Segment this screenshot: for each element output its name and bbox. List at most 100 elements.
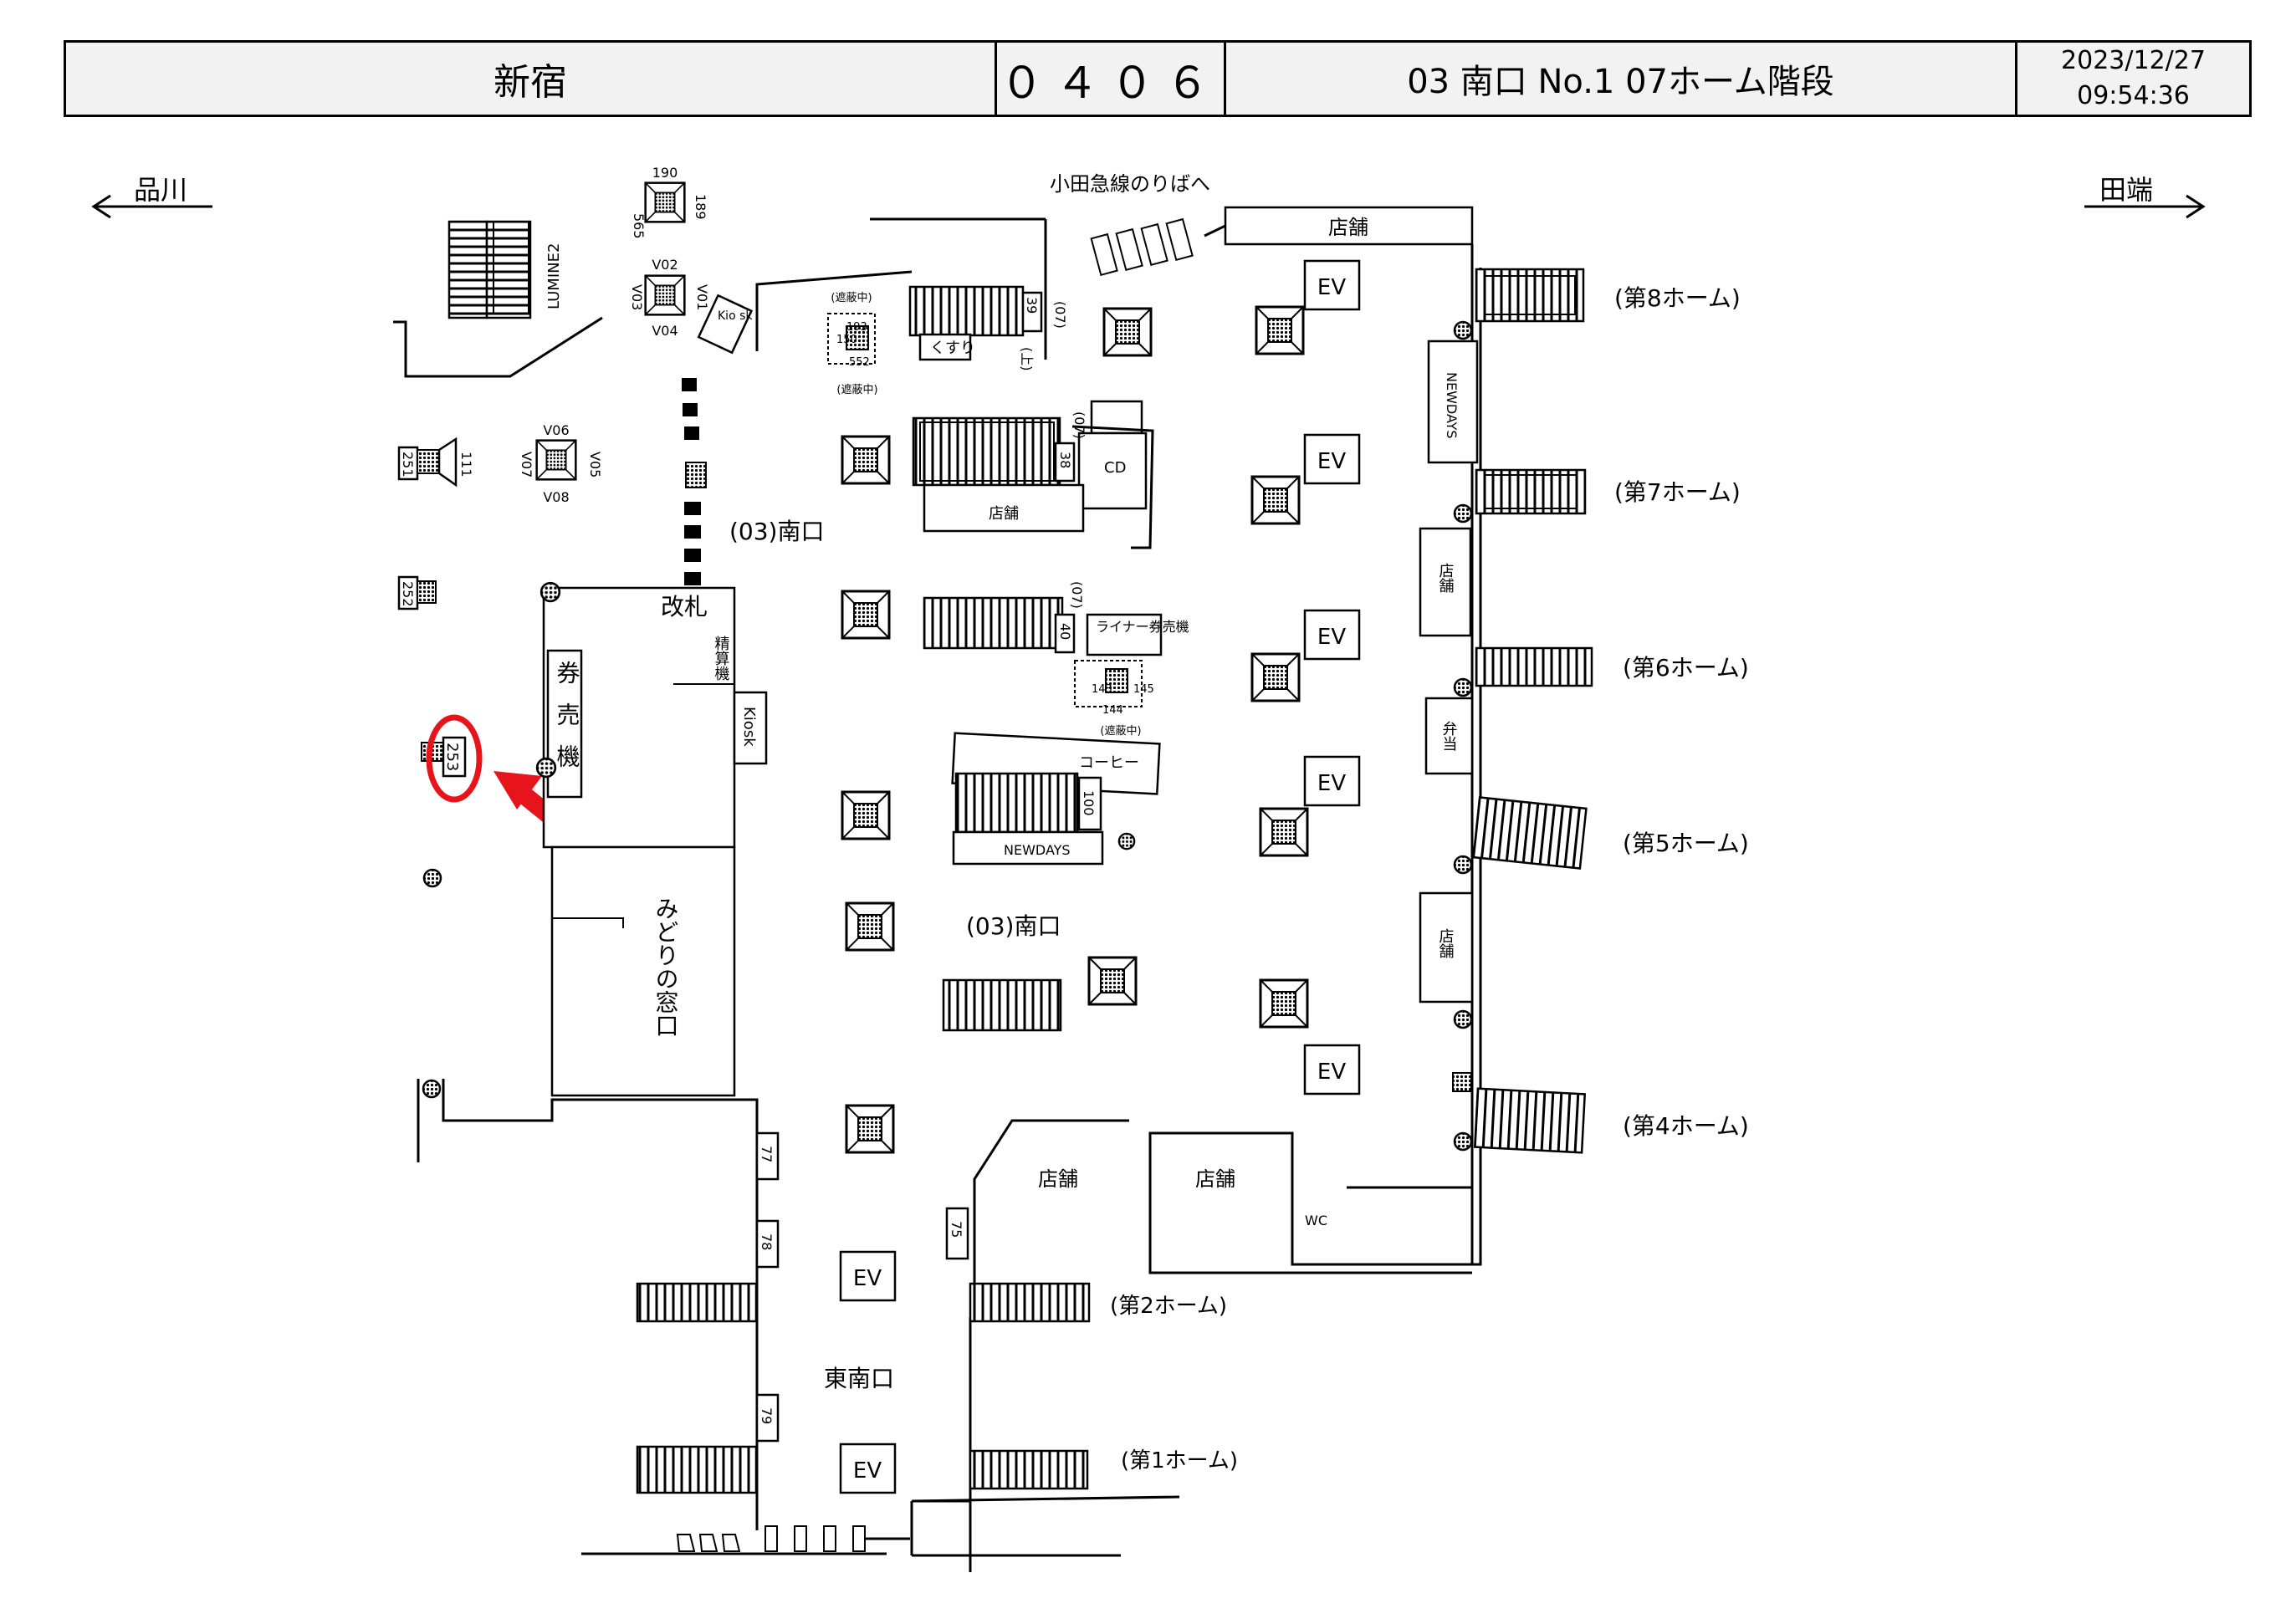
fare-adjust-label: 精算機 [713, 636, 730, 682]
newdays-center-label: NEWDAYS [1004, 842, 1071, 858]
pole [1453, 1009, 1473, 1029]
station-name: 新宿 [66, 43, 997, 115]
sign-v07: V07 [519, 452, 534, 477]
stair-07-label-2: (07) [1071, 411, 1087, 439]
pole [1453, 1131, 1473, 1152]
sign-193: 193 [846, 321, 867, 334]
sign-box-253 [442, 736, 467, 778]
stair-07-label-1: (07) [1052, 301, 1068, 329]
pole [1453, 320, 1473, 340]
ev-1-box [1303, 259, 1361, 311]
ev-4: EV [1317, 771, 1346, 796]
sign-150: 150 [836, 334, 857, 346]
sign-190: 190 [652, 165, 678, 181]
liner-label: ライナー券売機 [1096, 619, 1189, 635]
direction-left-label: 品川 [134, 174, 187, 206]
pillar [1255, 305, 1305, 355]
sign-38: 38 [1057, 452, 1073, 468]
pillar [845, 901, 895, 952]
ev-6: EV [853, 1266, 882, 1291]
pole [422, 1079, 442, 1099]
stair-39 [908, 285, 1043, 361]
kiosk-top [697, 294, 754, 355]
direction-left: 品川 [91, 174, 212, 219]
kiosk-label: Kiosk [740, 707, 758, 747]
ev-7-box [839, 1443, 897, 1494]
ticket-area [542, 586, 768, 1097]
sign-box-75 [945, 1207, 969, 1260]
sign-39: 39 [1024, 297, 1040, 314]
sign-77: 77 [759, 1146, 775, 1162]
platform-7-stair [1475, 468, 1587, 515]
timestamp: 2023/12/27 09:54:36 [2017, 43, 2249, 115]
shop-right-2-box [1419, 891, 1474, 1004]
ev-1: EV [1317, 275, 1346, 300]
shop-right-1: 店舗 [1437, 563, 1455, 593]
sign-75: 75 [949, 1221, 964, 1238]
location-title: 03 南口 No.1 07ホーム階段 [1226, 43, 2017, 115]
sign-40: 40 [1057, 623, 1073, 640]
sign-box-78 [755, 1219, 780, 1269]
stair-40 [923, 596, 1163, 656]
pillar [1102, 307, 1153, 357]
pillar-v2 [535, 439, 577, 481]
ev-4-box [1303, 755, 1361, 807]
pole [1453, 677, 1473, 697]
date-text: 2023/12/27 [2061, 46, 2206, 75]
sign-box-79 [755, 1393, 780, 1443]
sign-189: 189 [693, 194, 708, 220]
odakyu-passage [870, 217, 1226, 360]
sign-v04: V04 [652, 323, 678, 339]
direction-right: 田端 [2084, 174, 2206, 219]
covered-sign-2 [1074, 660, 1143, 707]
sign-145: 145 [1133, 683, 1154, 696]
pole [1453, 855, 1473, 875]
pillar [841, 790, 891, 840]
ev-3-box [1303, 609, 1361, 661]
shop-bottom-2: 店舗 [1195, 1167, 1235, 1191]
pillar [845, 1104, 895, 1154]
bento-label: 弁当 [1440, 721, 1458, 751]
shop-under-stair: 店舗 [989, 505, 1019, 523]
shop-bottom-1: 店舗 [1038, 1167, 1078, 1191]
shop-right-2: 店舗 [1437, 928, 1455, 958]
covered-label-2: (遮蔽中) [836, 383, 877, 396]
pillar-190 [644, 181, 686, 223]
sign-right [1452, 1072, 1472, 1092]
pillar [841, 590, 891, 640]
shop-top: 店舗 [1328, 216, 1368, 239]
sign-dots-252 [417, 580, 437, 604]
sign-78: 78 [759, 1233, 775, 1250]
covered-label-3: (遮蔽中) [1100, 724, 1141, 738]
east-south-exit-label: 東南口 [824, 1365, 894, 1392]
kusuri-label: くすり [930, 340, 975, 357]
platform-6-label: (第6ホーム) [1623, 654, 1749, 682]
sign-v06: V06 [543, 422, 569, 438]
sign-552: 552 [849, 356, 870, 369]
platform-5-stair [1472, 796, 1588, 870]
ev-5: EV [1317, 1060, 1346, 1085]
platform-4-label: (第4ホーム) [1623, 1112, 1749, 1140]
shop-top-box [1224, 206, 1474, 246]
entrance-dashes-left [682, 378, 707, 585]
ev-7: EV [853, 1458, 882, 1484]
sign-251: 251 [400, 452, 416, 477]
ticket-gate-label: 改札 [661, 593, 708, 620]
covered-label-1: (遮蔽中) [831, 291, 872, 304]
pillar [1250, 652, 1301, 702]
sign-111: 111 [458, 452, 474, 477]
wc-label: WC [1305, 1213, 1327, 1228]
pillar [1250, 475, 1301, 525]
sign-box-77 [755, 1131, 780, 1181]
sign-253: 253 [443, 743, 461, 771]
sign-v05: V05 [587, 452, 603, 477]
pole [1117, 832, 1136, 850]
platform-8-stair [1475, 268, 1585, 323]
stair-38 [912, 400, 1154, 549]
platform-1-stair [969, 1449, 1089, 1490]
platform-5-label: (第5ホーム) [1623, 830, 1749, 857]
sign-100: 100 [1081, 790, 1097, 816]
lumine-label: LUMINE2 [545, 243, 563, 309]
lumine-stairs [447, 220, 532, 319]
